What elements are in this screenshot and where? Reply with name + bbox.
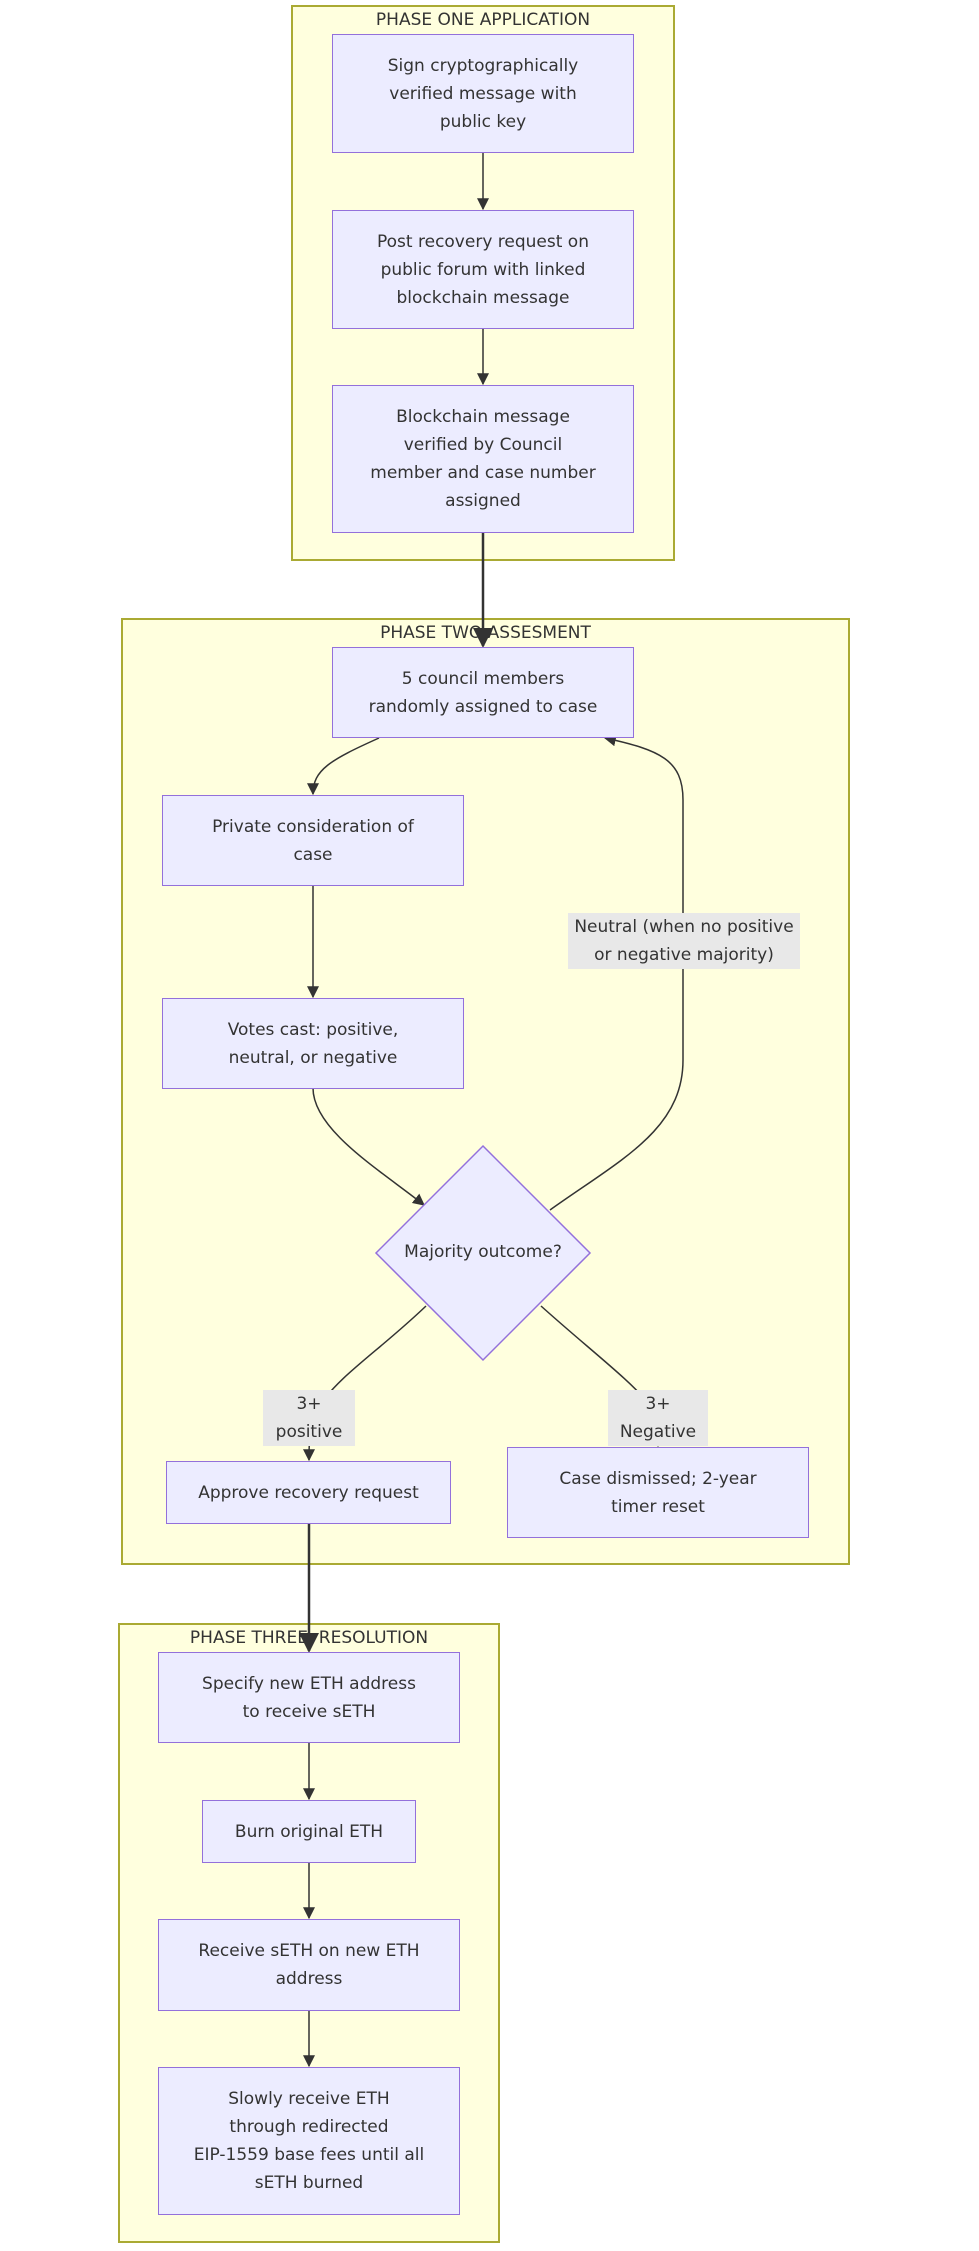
- receive-seth-node: Receive sETH on new ETH address: [158, 1919, 460, 2011]
- edge-assign-to-private: [307, 737, 380, 796]
- verified-node: Blockchain message verified by Council m…: [332, 385, 634, 533]
- post-request-node: Post recovery request on public forum wi…: [332, 210, 634, 329]
- positive-edge-label: 3+ positive: [263, 1390, 355, 1446]
- edge-majority-to-assign-neutral: [549, 734, 684, 1211]
- majority-outcome-label: Majority outcome?: [404, 1242, 562, 1262]
- negative-edge-label: 3+ Negative: [608, 1390, 708, 1446]
- votes-cast-node: Votes cast: positive, neutral, or negati…: [162, 998, 464, 1089]
- burn-eth-node: Burn original ETH: [202, 1800, 416, 1863]
- majority-outcome-diamond: [374, 1144, 592, 1362]
- slowly-receive-node: Slowly receive ETH through redirected EI…: [158, 2067, 460, 2215]
- assign-council-node: 5 council members randomly assigned to c…: [332, 647, 634, 738]
- approve-node: Approve recovery request: [166, 1461, 451, 1524]
- sign-message-node: Sign cryptographically verified message …: [332, 34, 634, 153]
- phase-two-cluster: PHASE TWO ASSESMENT: [121, 618, 850, 1565]
- phase-one-title: PHASE ONE APPLICATION: [375, 10, 591, 30]
- private-consideration-node: Private consideration of case: [162, 795, 464, 886]
- specify-address-node: Specify new ETH address to receive sETH: [158, 1652, 460, 1743]
- edge-votes-to-majority: [312, 1087, 425, 1206]
- neutral-edge-label: Neutral (when no positive or negative ma…: [568, 913, 800, 969]
- dismissed-node: Case dismissed; 2-year timer reset: [507, 1447, 809, 1538]
